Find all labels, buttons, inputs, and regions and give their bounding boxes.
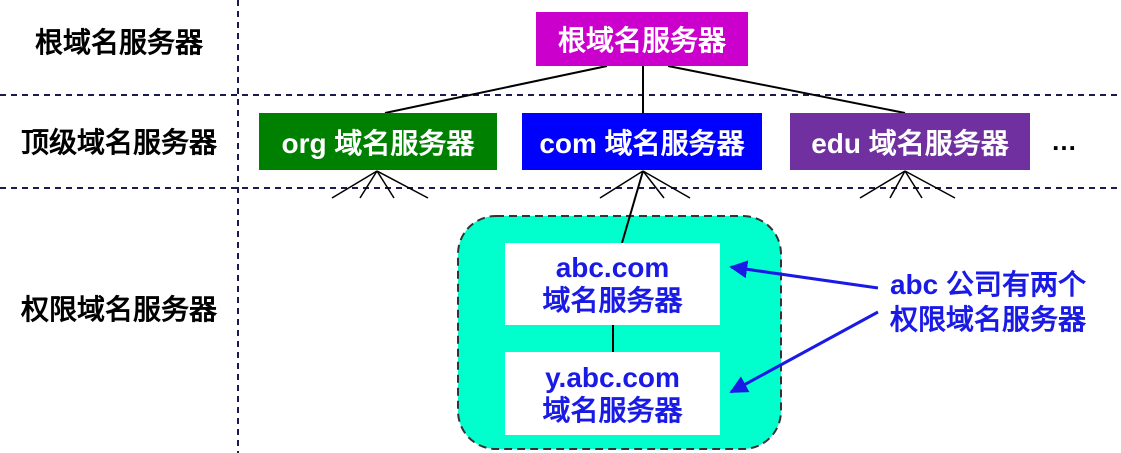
edu-fan-line <box>889 170 906 199</box>
note-line-1: abc 公司有两个 <box>889 269 1087 300</box>
edu-server-label: edu 域名服务器 <box>811 127 1009 159</box>
edu-fan-line <box>859 170 906 199</box>
org-fan-line <box>376 170 395 199</box>
note-line-2: 权限域名服务器 <box>889 304 1086 335</box>
root-to-edu-connector <box>667 65 906 114</box>
org-server-label: org 域名服务器 <box>281 127 475 159</box>
org-server-box: org 域名服务器 <box>259 113 497 170</box>
abc-server-box: abc.com 域名服务器 <box>505 243 720 325</box>
more-tld-ellipsis: … <box>1051 126 1077 156</box>
abc-server-label: 域名服务器 <box>542 285 683 316</box>
edu-fan-line <box>904 170 923 199</box>
edu-server-box: edu 域名服务器 <box>790 113 1030 170</box>
level-label-root: 根域名服务器 <box>34 27 203 58</box>
root-to-org-connector <box>384 65 608 114</box>
level-label-tld: 顶级域名服务器 <box>20 127 217 158</box>
org-fan-line <box>359 170 378 199</box>
com-server-box: com 域名服务器 <box>522 113 762 170</box>
note-arrow-to-yabc <box>729 310 879 394</box>
com-to-abc-connector <box>621 170 644 244</box>
root-server-box: 根域名服务器 <box>536 12 748 66</box>
com-fan-line <box>642 170 691 199</box>
com-server-label: com 域名服务器 <box>539 127 745 159</box>
note-arrow-to-abc <box>729 260 879 290</box>
root-server-label: 根域名服务器 <box>557 25 726 56</box>
level-label-authoritative: 权限域名服务器 <box>20 294 217 325</box>
yabc-server-box: y.abc.com 域名服务器 <box>505 352 720 435</box>
org-fan-line <box>331 170 378 199</box>
edu-fan-line <box>904 170 956 199</box>
com-fan-line <box>642 170 665 199</box>
com-fan-line <box>599 170 644 199</box>
org-fan-line <box>376 170 429 199</box>
abc-server-name: abc.com <box>555 252 670 283</box>
yabc-server-name: y.abc.com <box>545 361 680 393</box>
yabc-server-label: 域名服务器 <box>542 394 683 426</box>
